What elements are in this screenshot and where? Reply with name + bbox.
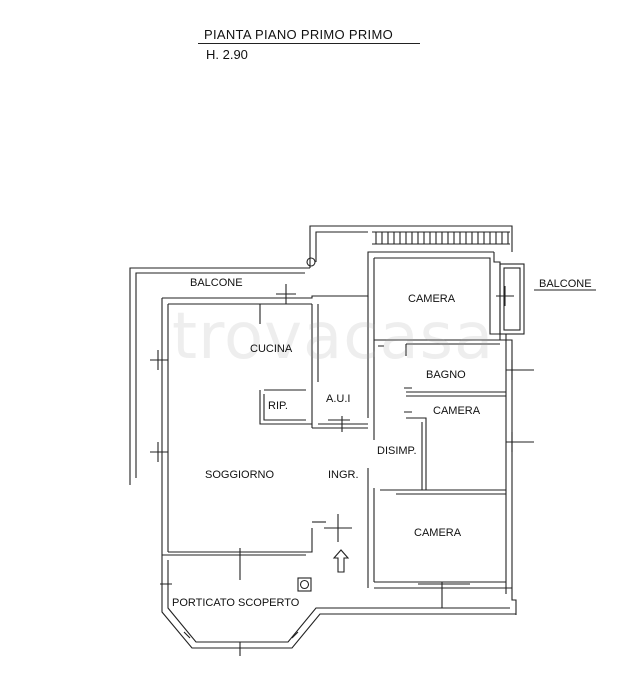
balcony-left-outline: [129, 267, 310, 485]
room-porticato: PORTICATO SCOPERTO: [172, 597, 300, 609]
ceiling-height: H. 2.90: [206, 47, 248, 62]
room-camera-mid: CAMERA: [433, 405, 481, 417]
porticato-outline: [161, 555, 516, 649]
outer-wall-top: [162, 251, 494, 299]
drain-symbol: [306, 257, 316, 267]
room-ingr: INGR.: [328, 469, 359, 481]
balcony-right: [499, 263, 525, 335]
room-camera-top: CAMERA: [408, 293, 456, 305]
room-camera-bottom: CAMERA: [414, 527, 462, 539]
watermark: trovacasa: [172, 300, 495, 374]
upper-terrace-outline: [309, 225, 513, 268]
room-soggiorno: SOGGIORNO: [205, 469, 275, 481]
entrance-arrow-icon: [332, 549, 350, 573]
room-aui: A.U.I: [326, 393, 351, 405]
stair-hatching: [372, 231, 510, 245]
room-rip: RIP.: [268, 400, 288, 412]
room-balcone-left: BALCONE: [190, 277, 243, 289]
wall-rip: [259, 390, 312, 425]
plan-title: PIANTA PIANO PRIMO PRIMO: [204, 27, 393, 42]
chimney-symbol-icon: [297, 577, 312, 592]
room-balcone-right: BALCONE: [539, 278, 592, 290]
title-underline: [198, 43, 420, 44]
room-bagno: BAGNO: [426, 369, 466, 381]
window-markers: [150, 284, 534, 656]
balcony-left-inner: [135, 272, 305, 478]
outer-wall-right: [493, 252, 517, 615]
room-cucina: CUCINA: [250, 343, 293, 355]
upper-terrace-inner: [315, 231, 368, 262]
room-disimp: DISIMP.: [377, 445, 417, 457]
wall-disimp: [406, 417, 427, 490]
